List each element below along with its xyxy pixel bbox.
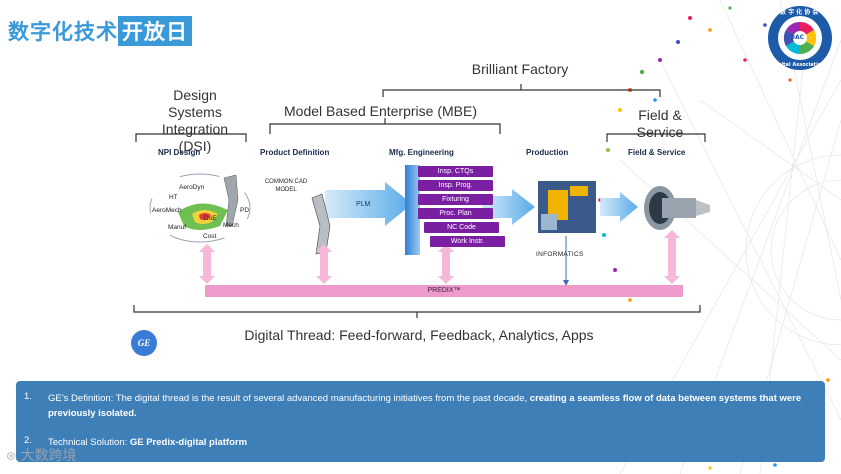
predix-label: PREDIX™ — [427, 287, 461, 294]
watermark-icon: ⊛ — [6, 449, 17, 463]
logo-bottom-text: Digital Association — [772, 62, 825, 68]
definition-panel: 1. GE’s Definition: The digital thread i… — [16, 381, 825, 462]
item2-number: 2. — [24, 435, 32, 446]
funnel-shape — [405, 165, 420, 255]
digital-thread-label: Digital Thread: Feed-forward, Feedback, … — [244, 327, 594, 343]
cloud-item-pd: PD — [240, 207, 250, 214]
production-arrow — [482, 189, 535, 225]
watermark: ⊛ 大数跨境 — [6, 445, 77, 465]
definition-item-1: 1. GE’s Definition: The digital thread i… — [24, 391, 808, 421]
title-part1: 数字化技术 — [8, 20, 118, 44]
field-service-top-label: Field & Service — [636, 107, 684, 140]
item1-number: 1. — [24, 391, 32, 402]
stage-field-service: Field & Service — [628, 148, 686, 157]
cloud-item-manuf: Manuf — [168, 224, 187, 231]
panel-pointer — [380, 362, 460, 381]
item2-bold: GE Predix-digital platform — [129, 437, 248, 448]
jet-engine-image — [644, 186, 710, 230]
page-title: 数字化技术 开放日 — [8, 16, 192, 46]
dac-logo: DAC 数 字 化 协 会 Digital Association — [768, 6, 832, 70]
plm-arrow — [325, 182, 412, 226]
cloud-item-mech: Mech — [223, 222, 239, 229]
pinwheel-icon — [783, 21, 817, 55]
stage-mfg-engineering: Mfg. Engineering — [389, 148, 454, 157]
stage-product-definition: Product Definition — [260, 148, 330, 157]
mfg-item-proc-plan: Proc. Plan — [418, 208, 493, 219]
common-cad-label: COMMON CAD MODEL — [264, 179, 308, 193]
mbe-label: Model Based Enterprise (MBE) — [284, 103, 477, 119]
informatics-label: INFORMATICS — [536, 251, 584, 258]
stage-production: Production — [526, 148, 569, 157]
mfg-item-insp-ctqs: Insp. CTQs — [418, 166, 493, 177]
cloud-item-ht: HT — [169, 194, 178, 201]
cloud-item-doe: DoE — [204, 215, 217, 222]
definition-item-2: 2. Technical Solution: GE Predix-digital… — [24, 435, 808, 450]
item2-plain: Technical Solution: — [48, 437, 130, 448]
ge-logo-text: GE — [137, 338, 151, 348]
predix-bar: PREDIX™ — [205, 285, 683, 297]
mfg-item-nc-code: NC Code — [424, 222, 499, 233]
item2-text: Technical Solution: GE Predix-digital pl… — [48, 435, 808, 450]
field-arrow — [600, 192, 638, 222]
logo-center-text: DAC — [790, 34, 805, 41]
mfg-item-fixturing: Fixturing — [418, 194, 493, 205]
watermark-text: 大数跨境 — [20, 448, 77, 464]
cloud-item-aeromech: AeroMech — [152, 207, 182, 214]
dsi-label: Design Systems Integration (DSI) — [161, 87, 229, 154]
mfg-item-work-instr: Work Instr. — [430, 236, 505, 247]
logo-top-text: 数 字 化 协 会 — [780, 9, 819, 16]
mfg-item-insp-prog: Insp. Prog. — [418, 180, 493, 191]
title-part2: 开放日 — [118, 16, 192, 46]
ge-logo: GE — [131, 330, 157, 356]
cloud-item-cost: Cost — [203, 233, 217, 240]
blade-image — [223, 174, 239, 227]
item1-bold: creating a seamless flow of data between… — [48, 393, 802, 419]
stage-npi-design: NPI Design — [158, 148, 201, 157]
brilliant-factory-label: Brilliant Factory — [471, 61, 569, 77]
item1-text: GE’s Definition: The digital thread is t… — [48, 391, 808, 421]
plm-label: PLM — [356, 201, 371, 208]
cloud-item-aerodyn: AeroDyn — [179, 184, 205, 191]
item1-plain: GE’s Definition: The digital thread is t… — [48, 393, 530, 404]
